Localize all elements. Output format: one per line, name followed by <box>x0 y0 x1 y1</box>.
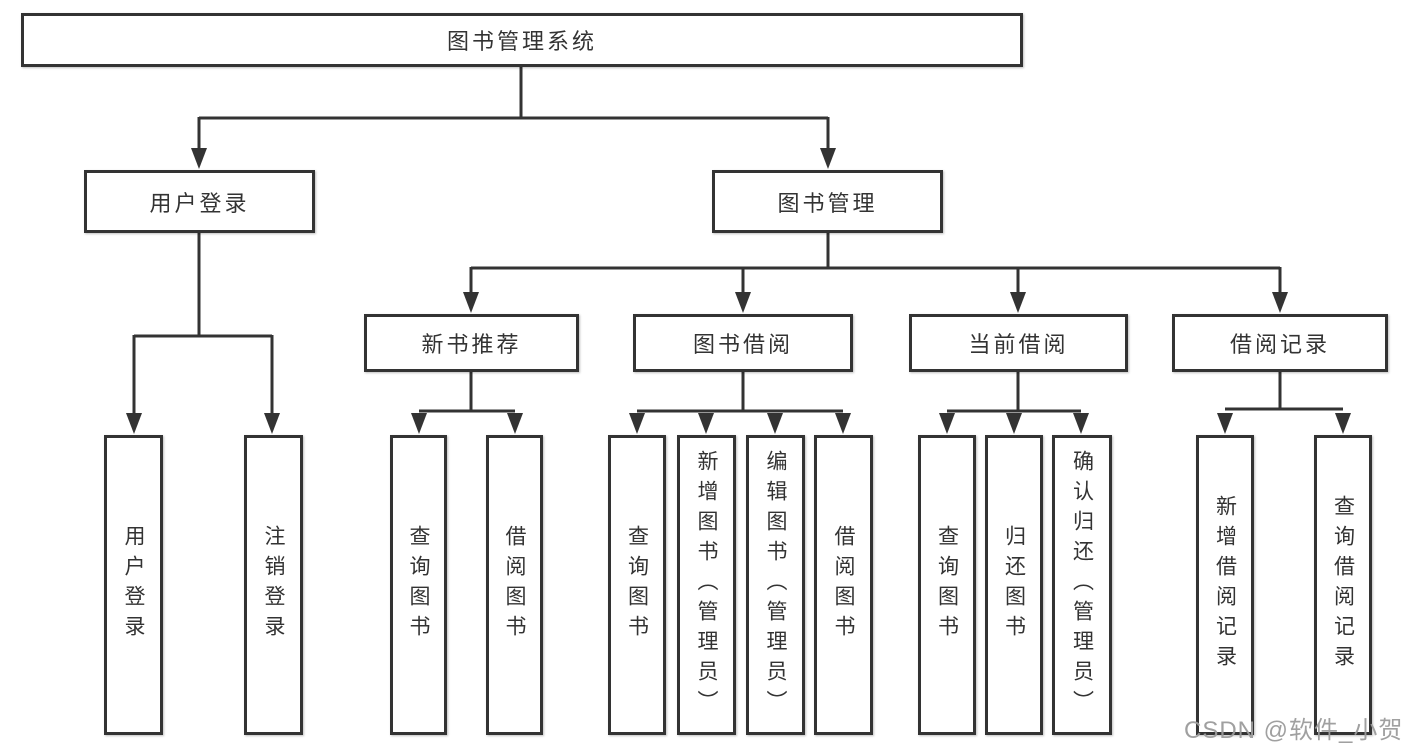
leaf-br-add-record: 新增借阅记录 <box>1196 435 1254 735</box>
leaf-br-query-record: 查询借阅记录 <box>1314 435 1372 735</box>
arrowheads <box>126 148 1351 434</box>
leaf-nbr-query-book: 查询图书 <box>390 435 447 735</box>
leaf-bb-add-book-admin: 新增图书（管理员） <box>677 435 736 735</box>
leaf-cb-query-book-label: 查询图书 <box>935 525 959 645</box>
leaf-nbr-borrow-book: 借阅图书 <box>486 435 543 735</box>
leaf-nbr-borrow-book-label: 借阅图书 <box>503 525 526 645</box>
node-book-management-label: 图书管理 <box>777 190 878 216</box>
leaf-bb-borrow-book: 借阅图书 <box>814 435 873 735</box>
node-borrow-record: 借阅记录 <box>1172 314 1388 372</box>
node-root: 图书管理系统 <box>21 13 1023 67</box>
connector-lines <box>132 67 1343 414</box>
node-current-borrow: 当前借阅 <box>909 314 1128 372</box>
leaf-bb-query-book-label: 查询图书 <box>625 525 649 645</box>
node-borrow-record-label: 借阅记录 <box>1229 332 1330 357</box>
leaf-bb-edit-book-admin: 编辑图书（管理员） <box>746 435 805 735</box>
csdn-watermark: CSDN @软件_小贺同学 <box>1184 717 1405 744</box>
leaf-cb-confirm-return-admin: 确认归还（管理员） <box>1052 435 1112 735</box>
leaf-bb-add-book-admin-label: 新增图书（管理员） <box>695 450 718 720</box>
leaf-user-login: 用户登录 <box>104 435 163 735</box>
leaf-br-add-record-label: 新增借阅记录 <box>1213 495 1237 675</box>
leaf-bb-query-book: 查询图书 <box>608 435 666 735</box>
node-user-login-label: 用户登录 <box>149 190 250 216</box>
leaf-logout-label: 注销登录 <box>262 525 285 645</box>
leaf-br-query-record-label: 查询借阅记录 <box>1331 495 1355 675</box>
node-book-management: 图书管理 <box>712 170 943 233</box>
leaf-bb-borrow-book-label: 借阅图书 <box>832 525 855 645</box>
node-root-label: 图书管理系统 <box>446 29 597 54</box>
leaf-nbr-query-book-label: 查询图书 <box>407 525 430 645</box>
node-new-book-recommend: 新书推荐 <box>364 314 579 372</box>
leaf-cb-return-book: 归还图书 <box>985 435 1043 735</box>
leaf-bb-edit-book-admin-label: 编辑图书（管理员） <box>764 450 787 720</box>
leaf-cb-confirm-return-admin-label: 确认归还（管理员） <box>1070 450 1094 720</box>
leaf-logout: 注销登录 <box>244 435 303 735</box>
node-book-borrow: 图书借阅 <box>633 314 853 372</box>
node-new-book-recommend-label: 新书推荐 <box>421 332 522 357</box>
leaf-user-login-label: 用户登录 <box>122 525 145 645</box>
node-book-borrow-label: 图书借阅 <box>692 332 793 357</box>
leaf-cb-return-book-label: 归还图书 <box>1002 525 1026 645</box>
node-user-login: 用户登录 <box>84 170 315 233</box>
node-current-borrow-label: 当前借阅 <box>968 332 1069 357</box>
leaf-cb-query-book: 查询图书 <box>918 435 976 735</box>
